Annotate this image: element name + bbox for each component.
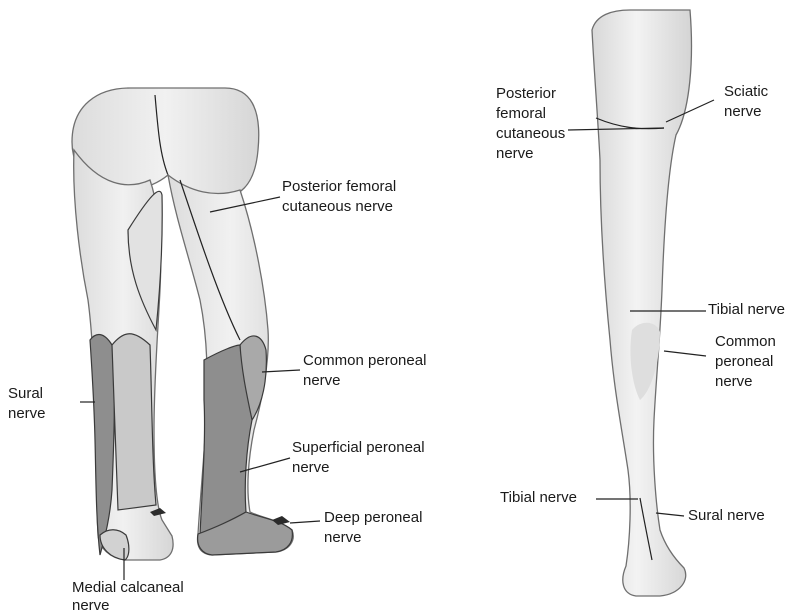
label-tibial-upper-right: Tibial nerve <box>708 300 785 320</box>
label-posterior-femoral-cutaneous-right: Posterior femoral cutaneous nerve <box>496 84 565 164</box>
label-sural-left: Sural nerve <box>8 384 46 424</box>
label-posterior-femoral-cutaneous-left: Posterior femoral cutaneous nerve <box>282 177 396 217</box>
left-legs-illustration <box>72 88 293 560</box>
label-sciatic-right: Sciatic nerve <box>724 82 768 122</box>
label-common-peroneal-right: Common peroneal nerve <box>715 332 776 392</box>
label-tibial-lower-right: Tibial nerve <box>500 488 577 508</box>
label-sural-right: Sural nerve <box>688 506 765 526</box>
label-common-peroneal-left: Common peroneal nerve <box>303 351 426 391</box>
label-medial-calcaneal-left: Medial calcaneal nerve <box>72 579 184 615</box>
label-deep-peroneal-left: Deep peroneal nerve <box>324 508 422 548</box>
label-superficial-peroneal-left: Superficial peroneal nerve <box>292 438 425 478</box>
right-leg-illustration <box>592 10 691 596</box>
